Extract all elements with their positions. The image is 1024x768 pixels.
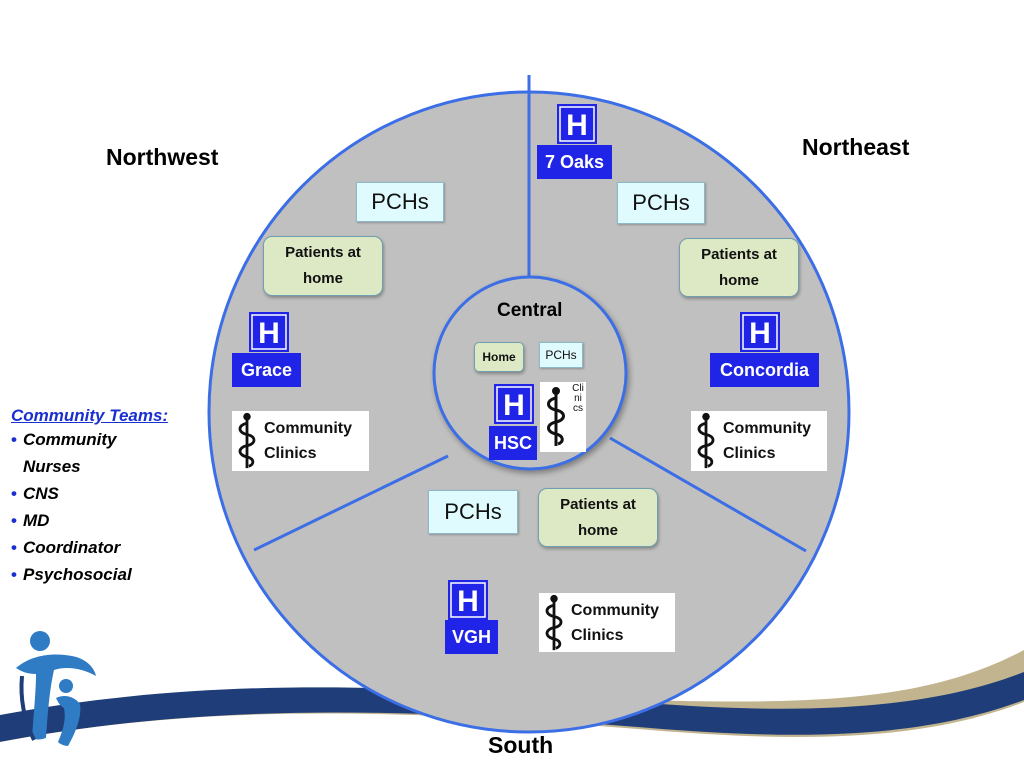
hospital-h-icon: H	[448, 580, 488, 620]
team-item-label: Psychosocial	[23, 565, 132, 584]
team-item-label: CNS	[23, 484, 59, 503]
region-label-south: South	[488, 732, 554, 758]
hospital-label-vgh: VGH	[445, 620, 498, 654]
community-teams-list: •Community Nurses •CNS •MD •Coordinator …	[11, 426, 211, 588]
hospital-h-icon: H	[249, 312, 289, 352]
team-item: •MD	[11, 511, 50, 530]
community-teams-panel: Community Teams: •Community Nurses •CNS …	[11, 406, 211, 588]
clinic-line1: Community	[571, 601, 659, 619]
team-item: •CNS	[11, 484, 59, 503]
team-item: •Psychosocial	[11, 565, 132, 584]
central-home-box: Home	[474, 342, 524, 372]
hospital-label-concordia: Concordia	[710, 353, 819, 387]
hospital-label-hsc: HSC	[489, 426, 537, 460]
clinic-line2: Clinics	[723, 445, 776, 462]
caduceus-icon	[238, 412, 256, 469]
hospital-h-letter: H	[566, 109, 588, 142]
patients-at-home-south: Patients at home	[538, 488, 658, 547]
hospital-h-icon: H	[740, 312, 780, 352]
patients-line1: Patients at	[560, 495, 636, 513]
team-item: •Community Nurses	[11, 426, 211, 480]
people-logo-icon	[16, 631, 96, 746]
central-clinics-vertical-text: Clinics	[572, 383, 584, 414]
clinic-line1: Community	[723, 420, 811, 437]
hospital-h-letter: H	[503, 389, 525, 422]
team-item-label: Community Nurses	[23, 430, 117, 476]
central-clinics-box: Clinics	[540, 382, 586, 452]
patients-line1: Patients at	[701, 245, 777, 263]
hospital-h-letter: H	[258, 317, 280, 350]
hospital-h-letter: H	[457, 585, 479, 618]
caduceus-icon	[697, 412, 715, 469]
patients-at-home-northeast: Patients at home	[679, 238, 799, 297]
clinic-line1: Community	[264, 420, 352, 437]
patients-line2: home	[302, 270, 343, 287]
divider-southwest	[253, 454, 449, 552]
pchs-box-northwest: PCHs	[356, 182, 444, 222]
community-teams-title: Community Teams:	[11, 406, 169, 425]
clinic-line2: Clinics	[264, 445, 317, 462]
patients-line2: home	[577, 521, 618, 539]
pchs-box-northeast: PCHs	[617, 182, 705, 224]
hospital-h-letter: H	[749, 317, 771, 350]
team-item-label: MD	[23, 511, 50, 530]
patients-line1: Patients at	[285, 244, 361, 261]
clinic-line2: Clinics	[571, 626, 624, 644]
caduceus-icon	[547, 387, 565, 446]
region-label-northeast: Northeast	[802, 134, 910, 160]
divider-southeast	[609, 436, 807, 553]
pchs-box-south: PCHs	[428, 490, 518, 534]
hospital-label-7-oaks: 7 Oaks	[537, 145, 612, 179]
region-label-central: Central	[497, 300, 563, 321]
region-label-northwest: Northwest	[106, 144, 219, 170]
hospital-h-icon: H	[557, 104, 597, 144]
caduceus-icon	[545, 594, 563, 650]
patients-at-home-northwest: Patients at home	[263, 236, 383, 296]
patients-line2: home	[718, 271, 759, 289]
hospital-label-grace: Grace	[232, 353, 301, 387]
team-item: •Coordinator	[11, 538, 121, 557]
team-item-label: Coordinator	[23, 538, 121, 557]
central-pchs-box: PCHs	[539, 342, 583, 368]
hospital-h-icon: H	[494, 384, 534, 424]
